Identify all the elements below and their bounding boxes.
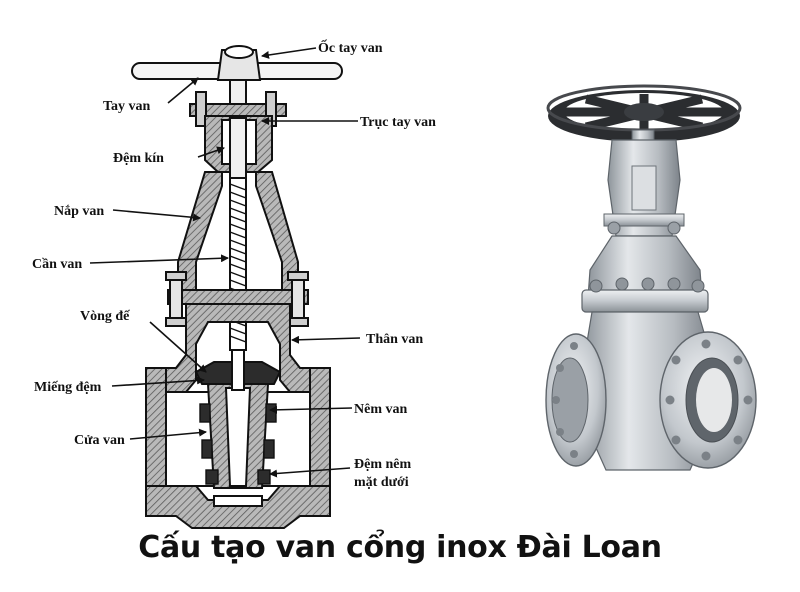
bonnet-left-wall [177,171,223,291]
label-handwheel-nut: Ốc tay van [318,38,383,56]
label-seat-ring: Vòng đế [80,309,130,324]
label-stem-shaft: Trục tay van [360,115,436,130]
label-stem: Cần van [32,257,82,272]
label-bottom-seal-line1: Đệm nêm [354,457,411,472]
label-gasket: Miếng đệm [34,380,102,395]
valve-product-photo [545,84,757,471]
label-bottom-seal-line2: mặt dưới [354,475,409,490]
label-handwheel: Tay van [103,99,151,114]
leader-lines [89,47,361,478]
label-wedge: Nêm van [354,402,407,417]
diagram-labels: Ốc tay van Tay van Trục tay van Đệm kín … [32,38,436,490]
label-bonnet: Nắp van [54,204,104,219]
right-flange [659,331,757,469]
threaded-stem [229,177,247,351]
caption-title: Cấu tạo van cổng inox Đài Loan [138,530,662,565]
valve-cross-section [131,45,343,529]
label-packing: Đệm kín [113,151,164,166]
label-body: Thân van [366,332,423,347]
handwheel-icon [546,84,742,142]
joint-bolts [165,271,309,327]
label-gate: Cửa van [74,433,125,448]
bonnet-bolts [589,277,705,293]
left-flange [545,333,607,467]
